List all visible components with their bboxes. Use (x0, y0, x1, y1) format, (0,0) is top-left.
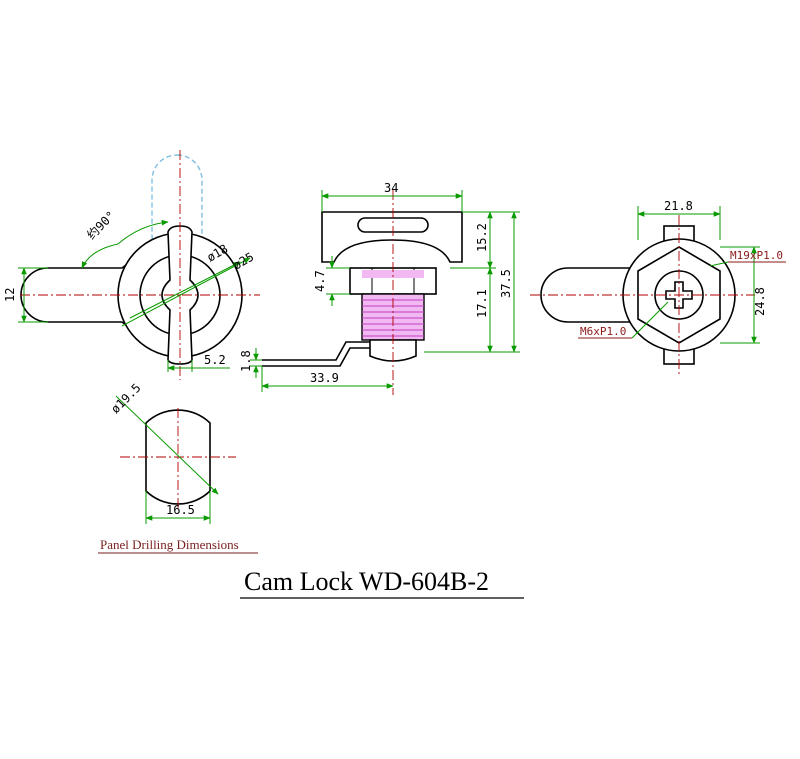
rotation-label: 约90° (84, 208, 118, 242)
dim-height-label: 12 (3, 288, 17, 302)
thread-screw-label: M6xP1.0 (580, 325, 626, 338)
cutout-diameter-label: ø19.5 (108, 381, 143, 416)
grip-block (321, 211, 463, 263)
dim-body-label: 17.1 (475, 289, 489, 318)
side-view: 12 约90° ø18 ø25 5.2 (3, 150, 260, 380)
dim-cam-length-label: 33.9 (310, 371, 339, 385)
drawing-title: Cam Lock WD-604B-2 (244, 567, 489, 596)
thread-outer-label: M19xP1.0 (730, 249, 783, 262)
rear-view: 21.8 24.8 M19xP1.0 M6xP1.0 (530, 199, 786, 375)
front-view: 34 15.2 17.1 37.5 4.7 1.8 33.9 (239, 181, 520, 395)
rear-dim-width-label: 21.8 (664, 199, 693, 213)
dim-total-label: 37.5 (499, 269, 513, 298)
cutout-flat-label: 16.5 (166, 503, 195, 517)
dim-width-label: 34 (384, 181, 398, 195)
rear-dim-height-label: 24.8 (753, 287, 767, 316)
dim-nut-label: 4.7 (313, 270, 327, 292)
screw-head (369, 339, 417, 362)
panel-cutout: ø19.5 16.5 Panel Drilling Dimensions (98, 381, 258, 554)
phantom-handle (151, 154, 203, 261)
dim-top-label: 15.2 (475, 223, 489, 252)
phillips-screw-icon (665, 281, 693, 309)
dim-tab-label: 5.2 (204, 353, 226, 367)
dim-cam-thickness-label: 1.8 (239, 350, 253, 372)
panel-caption: Panel Drilling Dimensions (100, 537, 239, 552)
cam-arm (262, 341, 370, 361)
